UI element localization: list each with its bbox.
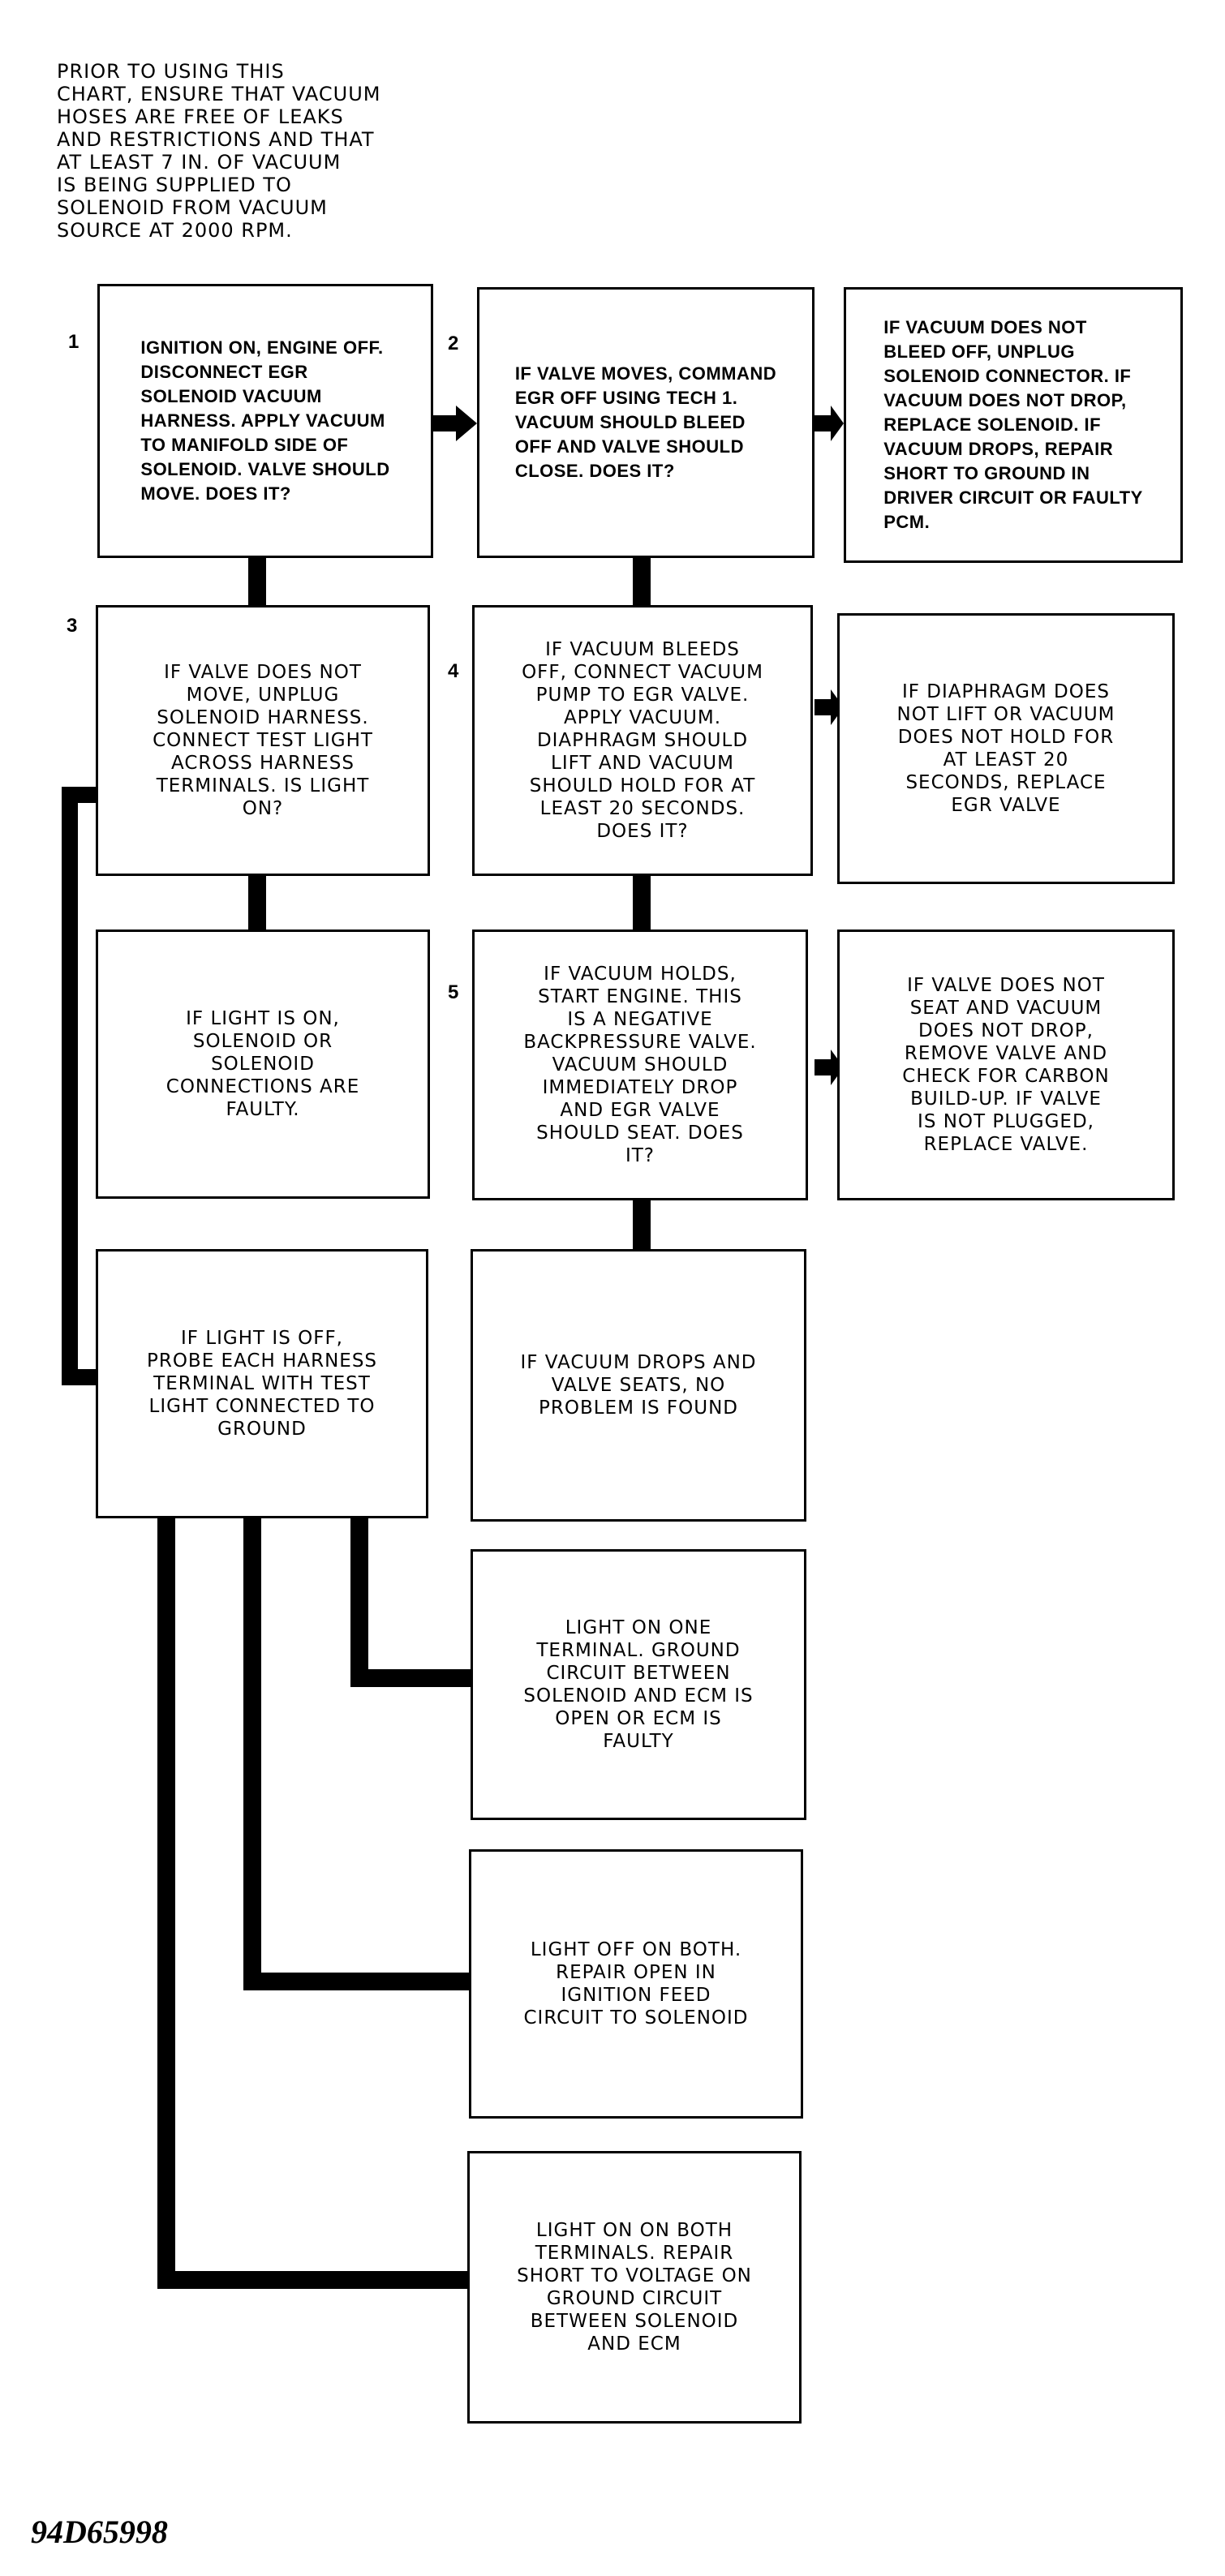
connector-4-5 — [633, 876, 651, 930]
step-2-box: IF VALVE MOVES, COMMAND EGR OFF USING TE… — [477, 287, 815, 558]
step-2-text: IF VALVE MOVES, COMMAND EGR OFF USING TE… — [514, 363, 777, 481]
branch-r1-horizontal — [350, 1669, 471, 1687]
step-1-text: IGNITION ON, ENGINE OFF. DISCONNECT EGR … — [140, 337, 390, 504]
result-light-off-both-text: LIGHT OFF ON BOTH. REPAIR OPEN IN IGNITI… — [523, 1939, 749, 2029]
step-2-no-text: IF VACUUM DOES NOT BLEED OFF, UNPLUG SOL… — [883, 317, 1143, 532]
branch-r2-vertical — [243, 1518, 261, 1989]
loop-bottom — [62, 1369, 96, 1385]
step-number-2: 2 — [448, 333, 459, 354]
branch-r3-horizontal — [157, 2271, 471, 2289]
step-3-box: IF VALVE DOES NOT MOVE, UNPLUG SOLENOID … — [96, 605, 430, 876]
step-3-yes-box: IF LIGHT IS ON, SOLENOID OR SOLENOID CON… — [96, 930, 430, 1199]
step-4-no-text: IF DIAPHRAGM DOES NOT LIFT OR VACUUM DOE… — [896, 681, 1115, 816]
step-number-1: 1 — [68, 331, 80, 353]
result-light-off-both-box: LIGHT OFF ON BOTH. REPAIR OPEN IN IGNITI… — [469, 1849, 803, 2119]
step-4-box: IF VACUUM BLEEDS OFF, CONNECT VACUUM PUM… — [472, 605, 813, 876]
connector-3-3a — [248, 876, 266, 930]
step-3-no-text: IF LIGHT IS OFF, PROBE EACH HARNESS TERM… — [146, 1328, 378, 1440]
result-light-on-one-text: LIGHT ON ONE TERMINAL. GROUND CIRCUIT BE… — [523, 1617, 754, 1752]
result-light-on-both-box: LIGHT ON ON BOTH TERMINALS. REPAIR SHORT… — [467, 2151, 802, 2424]
branch-r1-vertical — [350, 1518, 368, 1685]
step-3-yes-text: IF LIGHT IS ON, SOLENOID OR SOLENOID CON… — [165, 1008, 360, 1120]
step-1-box: IGNITION ON, ENGINE OFF. DISCONNECT EGR … — [97, 284, 433, 558]
step-number-4: 4 — [448, 660, 459, 682]
connector-1-3 — [248, 558, 266, 605]
figure-code: 94D65998 — [31, 2514, 168, 2550]
step-5-text: IF VACUUM HOLDS, START ENGINE. THIS IS A… — [523, 964, 757, 1166]
result-light-on-both-text: LIGHT ON ON BOTH TERMINALS. REPAIR SHORT… — [517, 2220, 752, 2355]
loop-vertical — [62, 787, 78, 1384]
step-3-text: IF VALVE DOES NOT MOVE, UNPLUG SOLENOID … — [153, 662, 373, 819]
intro-note: PRIOR TO USING THIS CHART, ENSURE THAT V… — [57, 60, 381, 242]
result-light-on-one-box: LIGHT ON ONE TERMINAL. GROUND CIRCUIT BE… — [471, 1549, 806, 1820]
connector-2-4 — [633, 558, 651, 605]
step-5-no-text: IF VALVE DOES NOT SEAT AND VACUUM DOES N… — [902, 975, 1110, 1155]
arrow-head-1-2 — [456, 406, 477, 441]
branch-r2-horizontal — [243, 1973, 471, 1990]
step-5-no-box: IF VALVE DOES NOT SEAT AND VACUUM DOES N… — [837, 930, 1175, 1200]
step-4-no-box: IF DIAPHRAGM DOES NOT LIFT OR VACUUM DOE… — [837, 613, 1175, 884]
connector-5-5a — [633, 1200, 651, 1249]
step-number-5: 5 — [448, 981, 459, 1003]
step-5-box: IF VACUUM HOLDS, START ENGINE. THIS IS A… — [472, 930, 808, 1200]
step-number-3: 3 — [67, 615, 78, 637]
step-4-text: IF VACUUM BLEEDS OFF, CONNECT VACUUM PUM… — [522, 639, 763, 842]
step-3-no-box: IF LIGHT IS OFF, PROBE EACH HARNESS TERM… — [96, 1249, 428, 1518]
arrow-head-2-2r — [831, 406, 844, 441]
step-5-yes-box: IF VACUUM DROPS AND VALVE SEATS, NO PROB… — [471, 1249, 806, 1522]
step-2-no-box: IF VACUUM DOES NOT BLEED OFF, UNPLUG SOL… — [844, 287, 1183, 563]
step-5-yes-text: IF VACUUM DROPS AND VALVE SEATS, NO PROB… — [520, 1352, 757, 1419]
branch-r3-vertical — [157, 1518, 175, 2287]
